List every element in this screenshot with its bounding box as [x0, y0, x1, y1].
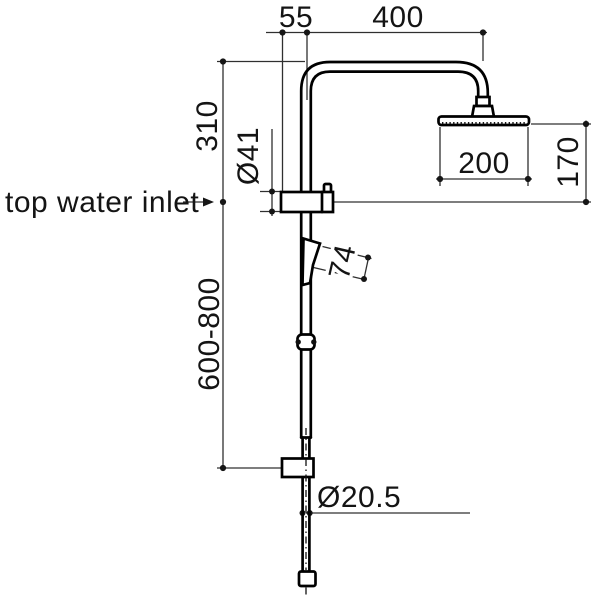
dim-dot — [582, 198, 590, 206]
dim-dot — [365, 254, 371, 261]
bracket-body — [279, 190, 335, 214]
inlet-bracket — [279, 182, 335, 214]
ext-line-bottom — [313, 266, 367, 281]
joint-side-right — [311, 339, 317, 345]
shower-arm-and-rail — [299, 60, 490, 194]
dim-label-600-800: 600-800 — [193, 277, 226, 391]
dim-dot — [269, 188, 275, 195]
ext-line-top — [322, 245, 372, 260]
dim-200 — [436, 127, 532, 186]
shower-product — [279, 60, 531, 598]
dim-dot — [524, 175, 532, 183]
dim-dot — [219, 198, 227, 206]
dim-label-55: 55 — [279, 1, 313, 34]
inlet-leader — [183, 197, 214, 207]
overhead-shower-head — [437, 115, 531, 127]
dim-label-dia20-5: Ø20.5 — [317, 481, 401, 514]
dimension-lines — [183, 29, 591, 516]
dim-310 — [217, 58, 305, 202]
dim-dot — [479, 29, 487, 36]
dim-dia41 — [260, 129, 283, 216]
dim-dot — [436, 175, 444, 183]
dim-dot — [219, 464, 227, 472]
rail-end-cap — [297, 570, 317, 588]
inlet-annotation-label: top water inlet — [5, 186, 199, 219]
dim-74 — [313, 245, 372, 282]
dim-dot — [219, 58, 227, 65]
dim-label-dia41: Ø41 — [232, 127, 265, 185]
dimension-labels: 55 400 310 Ø41 200 170 74 600-800 Ø20.5 … — [5, 1, 585, 514]
dim-label-400: 400 — [372, 1, 424, 34]
arrow-right-icon — [203, 197, 214, 207]
dim-170 — [531, 120, 591, 206]
dim-label-310: 310 — [191, 100, 224, 152]
tube-outer-edge — [299, 60, 490, 194]
lower-bracket — [280, 457, 315, 479]
dim-dot — [303, 29, 311, 36]
dim-600-800 — [217, 198, 281, 472]
dim-dot — [582, 120, 590, 128]
dim-dot — [279, 29, 286, 36]
dim-dot — [269, 208, 275, 215]
dim-label-170: 170 — [552, 136, 585, 188]
dim-label-200: 200 — [458, 147, 510, 180]
dim-label-74: 74 — [323, 241, 363, 282]
rail-joint — [295, 333, 317, 351]
dim-dot — [361, 276, 367, 282]
hand-shower-holder — [301, 236, 322, 287]
dim-top-55-400 — [266, 29, 487, 191]
joint-side-left — [295, 339, 301, 345]
head-connector — [470, 95, 496, 119]
tube-inner-edge — [309, 70, 480, 194]
